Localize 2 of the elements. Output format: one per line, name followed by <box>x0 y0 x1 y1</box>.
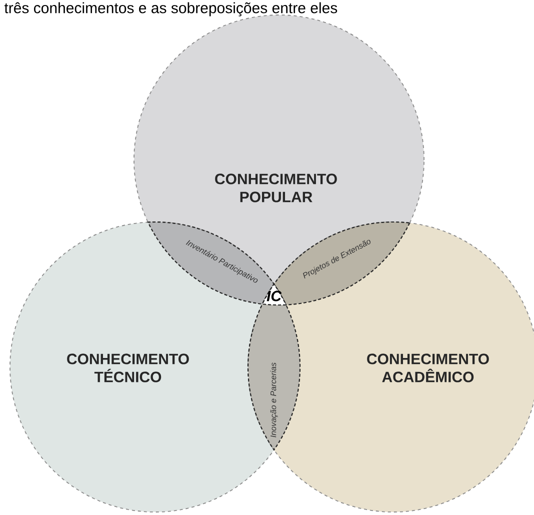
title: três conhecimentos e as sobreposições entre eles <box>4 2 338 16</box>
center-region: IC <box>262 284 287 306</box>
